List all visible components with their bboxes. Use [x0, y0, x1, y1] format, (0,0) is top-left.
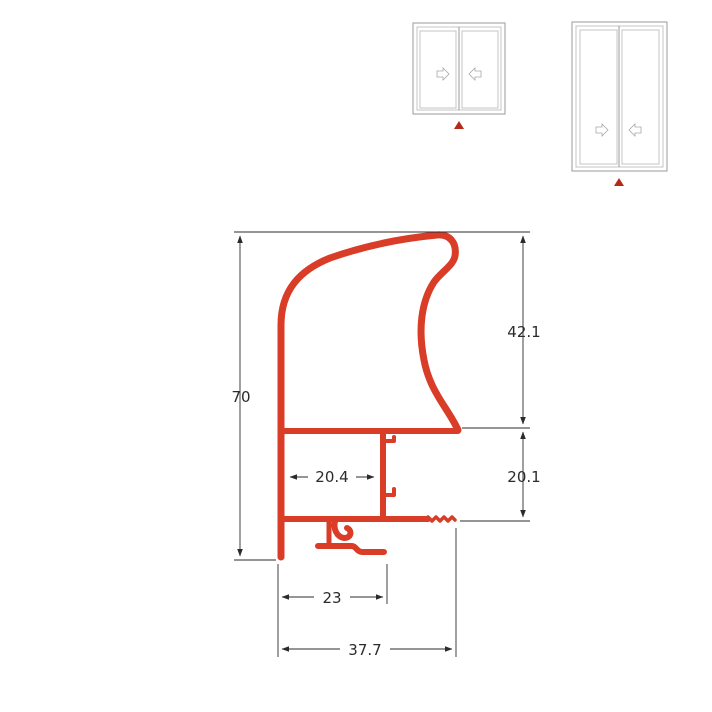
dimension-lower-height: 20.1 — [507, 468, 540, 486]
dimension-bottom-width-short: 23 — [322, 589, 341, 607]
dimension-inner-width: 20.4 — [315, 468, 348, 486]
sliding-window-two-panel-icon — [412, 22, 506, 115]
window-thumbnail-small — [412, 22, 506, 129]
extension-lines — [234, 231, 530, 657]
window-thumbnail-tall — [571, 21, 668, 186]
triangle-up-marker-icon — [454, 121, 464, 129]
dimension-lines — [237, 235, 526, 652]
triangle-up-marker-icon — [614, 178, 624, 186]
aluminium-profile-section — [277, 231, 462, 561]
dimension-upper-height: 42.1 — [507, 323, 540, 341]
sliding-window-two-panel-tall-icon — [571, 21, 668, 172]
dimension-total-height: 70 — [231, 388, 250, 406]
dimension-bottom-width-total: 37.7 — [348, 641, 381, 659]
